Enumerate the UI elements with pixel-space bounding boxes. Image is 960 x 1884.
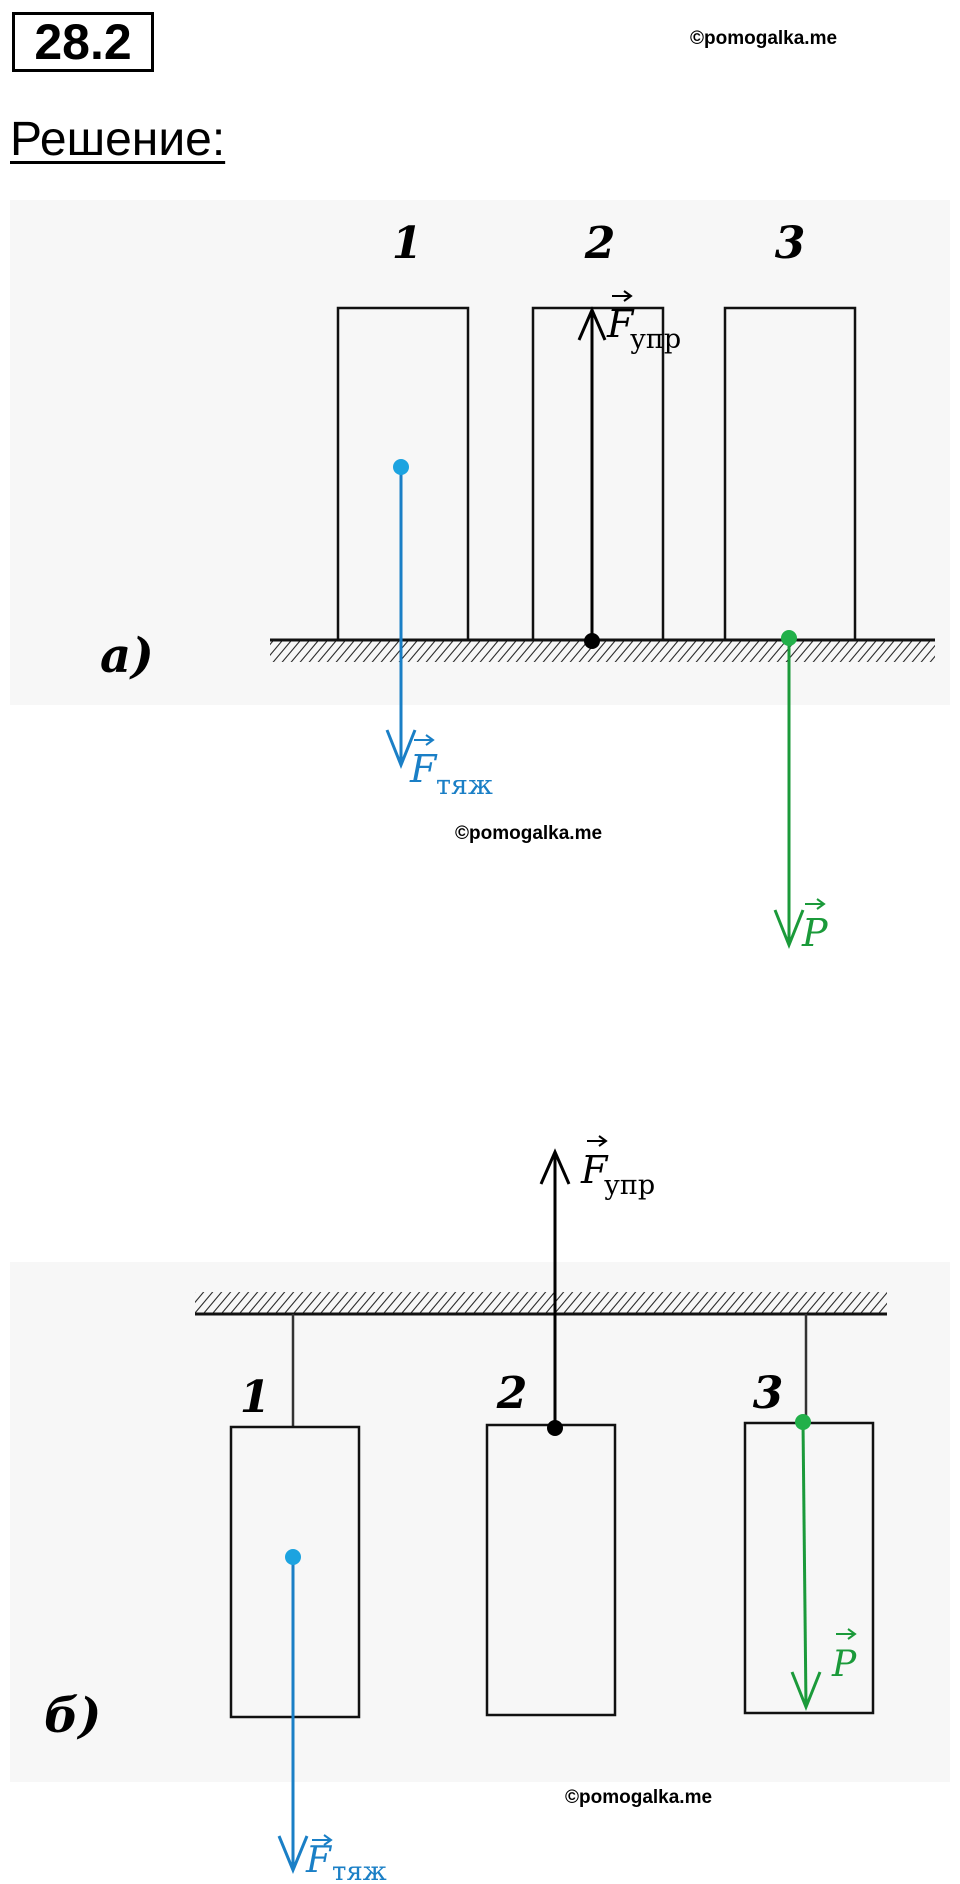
figure-a-block-1 (336, 306, 470, 642)
figure-b-label: б) (44, 1688, 101, 1744)
figure-a-weight-label: P (801, 898, 829, 955)
figure-b-gravity-point (285, 1549, 301, 1565)
figure-b-block-label-2: 2 (496, 1368, 528, 1419)
figure-a-label: а) (100, 628, 154, 684)
svg-text:F: F (409, 747, 438, 791)
figure-b-elastic-arrowhead (539, 1148, 571, 1185)
svg-text:тяж: тяж (436, 770, 493, 801)
figure-a-block-label-3: 3 (775, 218, 806, 269)
watermark-top: ©pomogalka.me (690, 28, 838, 49)
svg-text:F: F (580, 1148, 609, 1192)
figure-a-weight-point (781, 630, 797, 646)
figure-b-weight-arrowhead (790, 1671, 822, 1712)
figure-b-gravity-arrowhead (277, 1835, 309, 1874)
figure-a-block-3 (723, 306, 857, 642)
figure-b-elastic-label: F упр (580, 1135, 655, 1201)
figure-b-block-label-3: 3 (753, 1368, 784, 1419)
svg-text:P: P (831, 1644, 857, 1685)
figure-a-gravity-label: F тяж (409, 734, 493, 801)
figure-a-gravity-arrowhead (385, 729, 417, 770)
section-title: Решение: (10, 113, 226, 166)
svg-text:упр: упр (604, 1170, 655, 1201)
svg-text:упр: упр (630, 324, 681, 355)
figure-a-block-label-1: 1 (392, 218, 423, 269)
figure-a: 1 2 3 а) F тяж F упр P (100, 218, 935, 955)
svg-text:F: F (606, 302, 635, 346)
figure-b-ceiling-hatch (195, 1292, 887, 1314)
figure-a-weight-arrowhead (773, 909, 805, 950)
svg-text:F: F (305, 1840, 333, 1881)
figure-a-background (10, 200, 950, 705)
figure-b-block-label-1: 1 (240, 1372, 271, 1423)
figure-b-watermark: ©pomogalka.me (565, 1787, 713, 1808)
figure-b-weight-point (795, 1414, 811, 1430)
figure-a-ground-hatch (270, 640, 935, 662)
figure-b: 1 2 3 б) F тяж F упр P (44, 1135, 887, 1884)
problem-number: 28.2 (12, 12, 154, 72)
figure-b-weight-label: P (831, 1628, 857, 1685)
figure-a-block-2 (531, 306, 665, 642)
figure-a-gravity-point (393, 459, 409, 475)
figure-b-block-1 (229, 1425, 361, 1719)
figure-b-gravity-label: F тяж (305, 1834, 387, 1884)
figure-a-watermark: ©pomogalka.me (455, 823, 603, 844)
figure-a-elastic-label: F упр (606, 290, 681, 355)
figure-b-background (10, 1262, 950, 1782)
figure-b-weight-arrow (801, 1421, 808, 1708)
figure-b-block-2 (485, 1423, 617, 1717)
svg-text:тяж: тяж (332, 1857, 387, 1884)
figure-a-block-label-2: 2 (584, 218, 616, 269)
svg-text:P: P (801, 911, 829, 955)
figure-a-elastic-point (584, 633, 600, 649)
figure-b-elastic-point (547, 1420, 563, 1436)
figure-a-elastic-arrowhead (577, 306, 607, 341)
